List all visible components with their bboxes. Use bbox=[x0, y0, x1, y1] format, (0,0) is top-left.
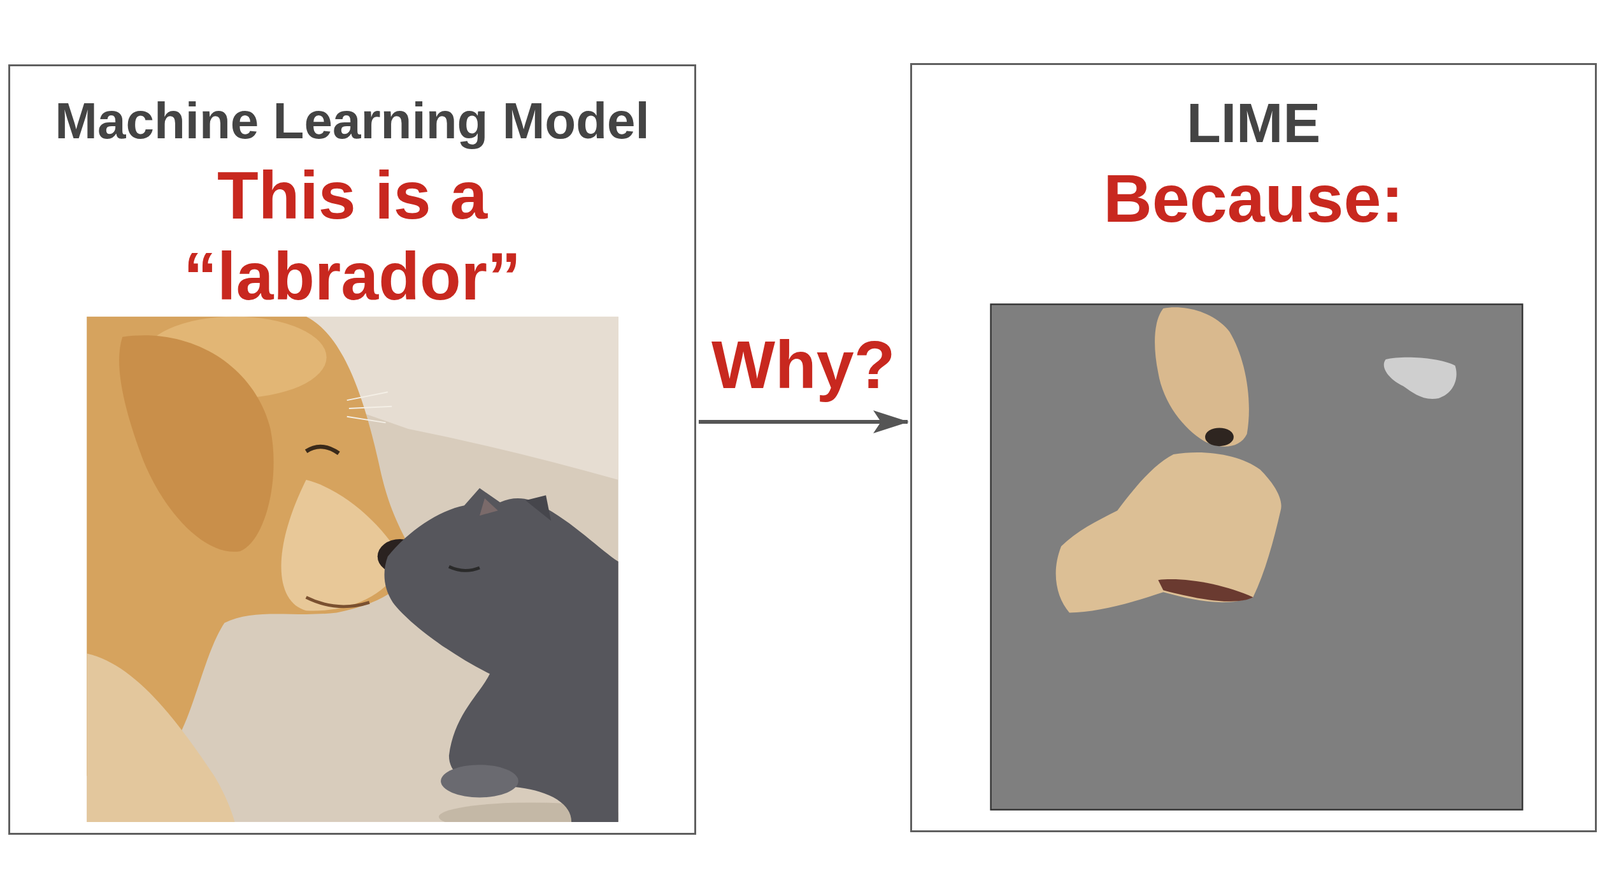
superpixel bbox=[1384, 357, 1457, 399]
explanation-text: Because: bbox=[966, 157, 1541, 239]
superpixel-mouth bbox=[1157, 578, 1253, 602]
model-panel: Machine Learning ModelThis is a “labrado… bbox=[8, 64, 697, 835]
superpixel bbox=[1154, 307, 1250, 447]
dog-mouth bbox=[306, 596, 370, 606]
cat-ear bbox=[525, 494, 551, 521]
dog-eye bbox=[306, 446, 339, 453]
explanation-panel: LIMEBecause: bbox=[910, 63, 1597, 832]
dog-ear bbox=[119, 335, 274, 552]
arrow-connector bbox=[698, 419, 908, 424]
cat-paw bbox=[440, 764, 519, 797]
dog-cat-photo bbox=[86, 316, 619, 822]
lime-mask bbox=[991, 303, 1523, 809]
cat-ear bbox=[479, 498, 499, 516]
panel-heading: LIME bbox=[912, 90, 1595, 155]
superpixel bbox=[1056, 452, 1282, 613]
cat-eye bbox=[449, 566, 480, 571]
carpet bbox=[86, 316, 619, 822]
prediction-text: This is a “labrador” bbox=[148, 154, 557, 317]
dog-leg bbox=[86, 652, 235, 822]
panel-heading: Machine Learning Model bbox=[10, 91, 695, 151]
edge-label: Why? bbox=[711, 326, 896, 404]
dog-whiskers bbox=[347, 391, 392, 423]
masked-image bbox=[991, 303, 1523, 809]
superpixel-nose bbox=[1205, 427, 1234, 446]
cat-body bbox=[384, 487, 619, 822]
